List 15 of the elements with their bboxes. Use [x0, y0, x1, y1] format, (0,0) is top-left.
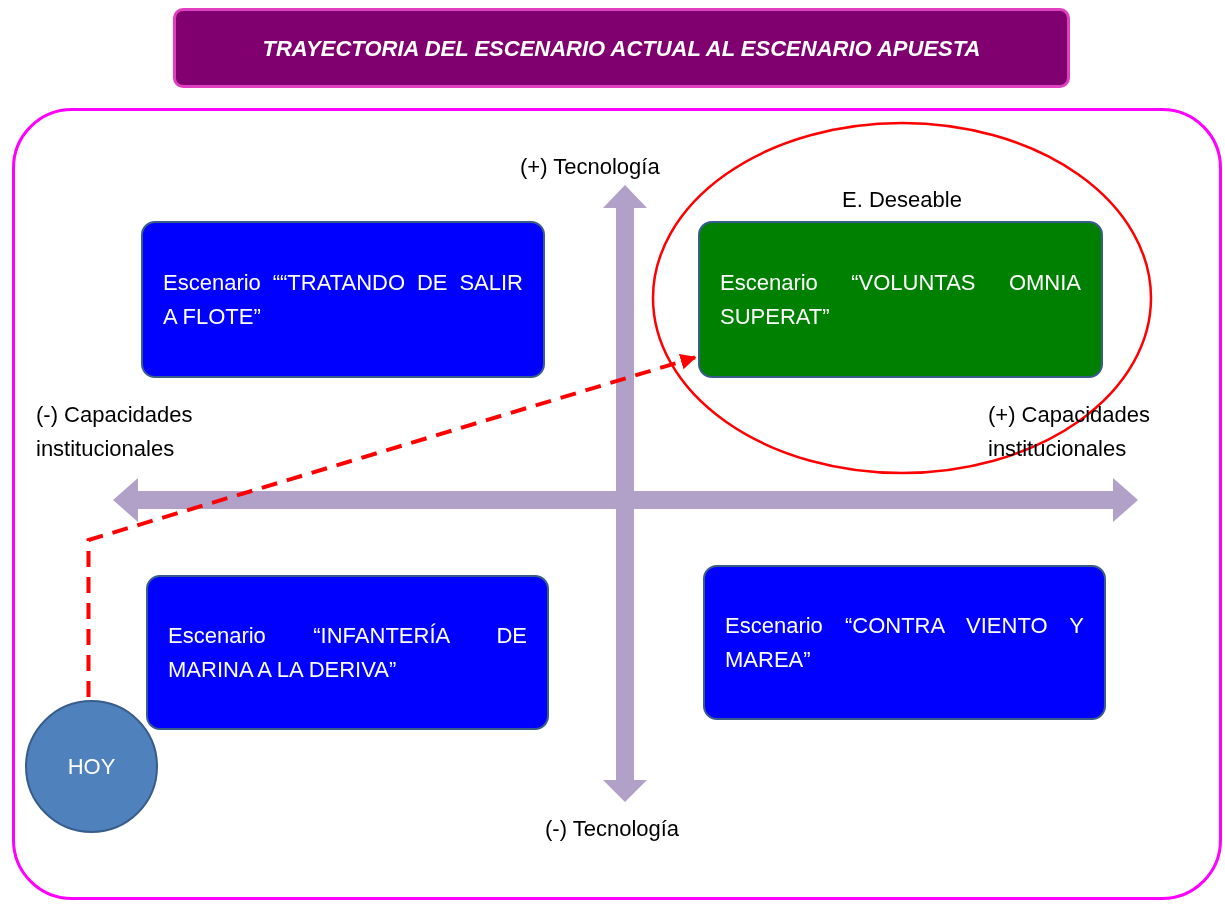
scenario-text: Escenario “VOLUNTAS OMNIA SUPERAT” — [720, 268, 1081, 331]
scenario-box — [146, 575, 549, 730]
scenario-text: Escenario “CONTRA VIENTO Y MAREA” — [725, 611, 1084, 674]
axis-label: (-) Tecnología — [545, 815, 681, 843]
scenario-text: Escenario “INFANTERÍA DE MARINA A LA DERIVA” — [168, 621, 527, 684]
scenario-text: Escenario ““TRATANDO DE SALIR A FLOTE” — [163, 268, 523, 331]
axis-label: (-) Capacidades institucionales — [36, 401, 194, 463]
scenario-box — [141, 221, 545, 378]
dashed-arrow — [86, 353, 697, 697]
scenario-box — [703, 565, 1106, 720]
title-banner: TRAYECTORIA DEL ESCENARIO ACTUAL AL ESCENARIO APUESTA — [173, 8, 1070, 88]
ellipse-heading: E. Deseable — [841, 186, 963, 214]
scenario-box — [698, 221, 1103, 378]
frame-box — [12, 108, 1222, 900]
axis-label: (+) Tecnología — [520, 153, 661, 181]
